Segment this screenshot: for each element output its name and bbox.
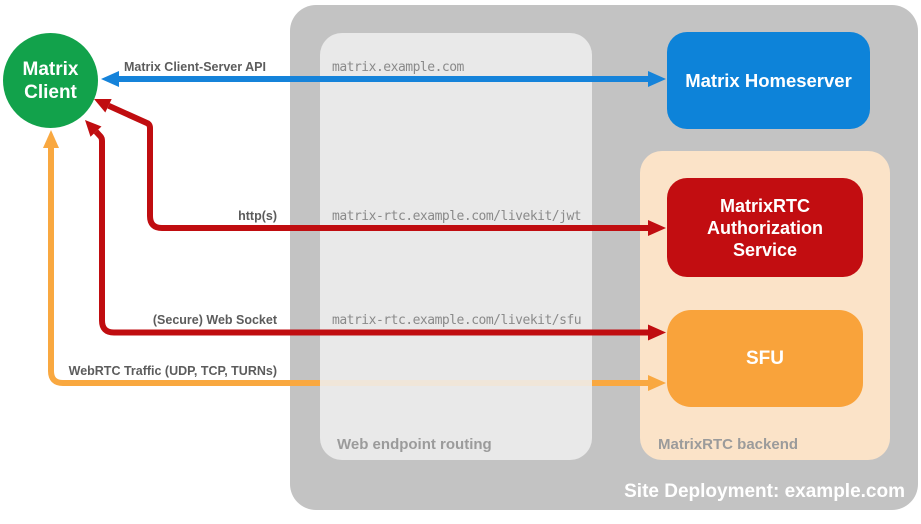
matrixrtc-authorization-service-node: MatrixRTC Authorization Service xyxy=(667,178,863,277)
endpoint-livekit-sfu: matrix-rtc.example.com/livekit/sfu xyxy=(332,313,582,328)
web-endpoint-routing-panel xyxy=(320,33,592,460)
matrix-homeserver-node: Matrix Homeserver xyxy=(667,32,870,129)
client-server-api-label: Matrix Client-Server API xyxy=(124,60,266,74)
matrixrtc-backend-label: MatrixRTC backend xyxy=(658,436,799,453)
websocket-label: (Secure) Web Socket xyxy=(152,313,277,327)
site-deployment-label: Site Deployment: example.com xyxy=(624,481,905,502)
matrix-client-node: Matrix Client xyxy=(3,33,98,128)
web-endpoint-routing-label: Web endpoint routing xyxy=(337,436,492,453)
sfu-node: SFU xyxy=(667,310,863,407)
endpoint-livekit-jwt: matrix-rtc.example.com/livekit/jwt xyxy=(332,209,582,224)
https-label: http(s) xyxy=(238,209,277,223)
endpoint-matrix-example: matrix.example.com xyxy=(332,60,464,75)
webrtc-traffic-label: WebRTC Traffic (UDP, TCP, TURNs) xyxy=(68,364,277,378)
